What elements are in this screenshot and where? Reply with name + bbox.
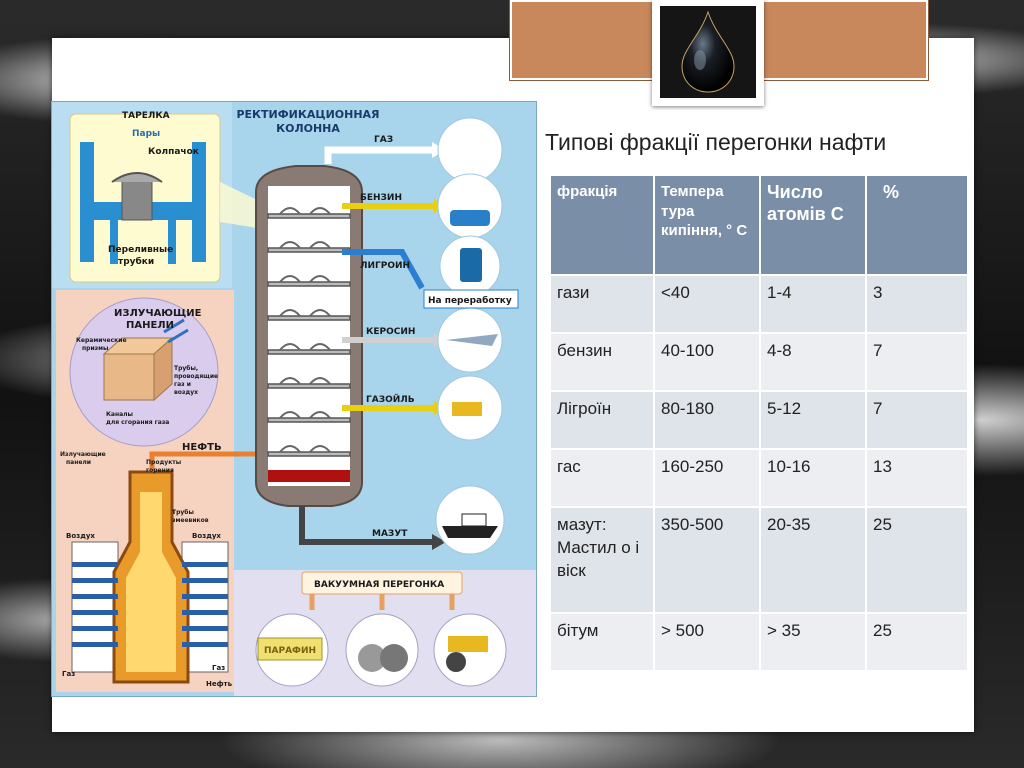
- out-mazut-label: МАЗУТ: [372, 529, 408, 539]
- table-row: мазут: Мастил о і віск 350-500 20-35 25: [549, 506, 969, 614]
- channels-label-2: для сгорания газа: [106, 419, 169, 426]
- cell-carbon: 5-12: [759, 390, 867, 450]
- table-row: бітум > 500 > 35 25: [549, 612, 969, 672]
- oil-drop-logo: [660, 6, 756, 98]
- vacuum-label: ВАКУУМНАЯ ПЕРЕГОНКА: [314, 580, 444, 590]
- fractions-table: фракція Темпера тура кипіння, ° С Число …: [549, 174, 969, 672]
- ceramic-label-1: Керамические: [76, 337, 127, 344]
- cell-fraction: бітум: [549, 612, 655, 672]
- cell-fraction: гас: [549, 448, 655, 508]
- radiating-label-1: Излучающие: [60, 451, 106, 458]
- coil-label-1: Трубы: [172, 509, 194, 516]
- cell-carbon: 4-8: [759, 332, 867, 392]
- table-row: гази <40 1-4 3: [549, 274, 969, 334]
- pipes-label-1: Трубы,: [174, 365, 198, 372]
- downcomer-label-1: Переливные: [108, 245, 173, 255]
- panels-label-2: ПАНЕЛИ: [126, 320, 174, 331]
- table-row: гас 160-250 10-16 13: [549, 448, 969, 508]
- header-fraction: фракція: [549, 174, 655, 276]
- cell-percent: 7: [865, 332, 969, 392]
- pipes-label-2: проводящие: [174, 373, 218, 380]
- gas-left-label: Газ: [62, 670, 75, 678]
- panels-label-1: ИЗЛУЧАЮЩИЕ: [114, 308, 202, 319]
- table-row: бензин 40-100 4-8 7: [549, 332, 969, 392]
- vapors-label: Пары: [132, 129, 160, 139]
- coil-label-2: змеевиков: [172, 517, 209, 524]
- channels-label-1: Каналы: [106, 411, 133, 418]
- table-header-row: фракція Темпера тура кипіння, ° С Число …: [549, 174, 969, 276]
- combustion-label-1: Продукты: [146, 459, 181, 466]
- diagram-title-2: КОЛОННА: [276, 122, 340, 135]
- pipes-label-3: газ и: [174, 381, 191, 388]
- out-petrol-label: БЕНЗИН: [360, 193, 402, 203]
- plate-label: ТАРЕЛКА: [122, 111, 170, 121]
- logo-frame: [652, 0, 764, 106]
- cell-percent: 25: [865, 612, 969, 672]
- pipes-label-4: воздух: [174, 389, 198, 396]
- radiating-label-2: панели: [66, 459, 91, 466]
- cell-temp: <40: [653, 274, 761, 334]
- cell-fraction: бензин: [549, 332, 655, 392]
- cell-carbon: 20-35: [759, 506, 867, 614]
- cell-temp: > 500: [653, 612, 761, 672]
- cell-percent: 13: [865, 448, 969, 508]
- ceramic-label-2: призмы: [82, 345, 108, 352]
- out-ligroin-label: ЛИГРОИН: [360, 261, 410, 271]
- cell-percent: 7: [865, 390, 969, 450]
- cell-percent: 25: [865, 506, 969, 614]
- out-kerosene-label: КЕРОСИН: [366, 327, 415, 337]
- cell-fraction: мазут: Мастил о і віск: [549, 506, 655, 614]
- oil-label: НЕФТЬ: [182, 442, 222, 453]
- out-gasoil-label: ГАЗОЙЛЬ: [366, 393, 415, 405]
- cell-percent: 3: [865, 274, 969, 334]
- header-carbon: Число атомів С: [759, 174, 867, 276]
- oil-bottom-label: Нефть: [206, 680, 233, 688]
- paraffin-label: ПАРАФИН: [264, 646, 316, 656]
- cell-fraction: Лігроїн: [549, 390, 655, 450]
- cell-carbon: > 35: [759, 612, 867, 672]
- cell-temp: 80-180: [653, 390, 761, 450]
- out-gas-label: ГАЗ: [374, 135, 393, 145]
- cell-fraction: гази: [549, 274, 655, 334]
- table-row: Лігроїн 80-180 5-12 7: [549, 390, 969, 450]
- header-temp: Темпера тура кипіння, ° С: [653, 174, 761, 276]
- gas-right-label: Газ: [212, 664, 225, 672]
- diagram-title-1: РЕКТИФИКАЦИОННАЯ: [236, 108, 379, 121]
- slide-title: Типові фракції перегонки нафти: [545, 129, 887, 155]
- distillation-diagram: РЕКТИФИКАЦИОННАЯ КОЛОННА ТАРЕЛКА Пары Ко…: [51, 101, 537, 697]
- downcomer-label-2: трубки: [118, 256, 154, 267]
- air-right-label: Воздух: [192, 532, 221, 540]
- cell-temp: 160-250: [653, 448, 761, 508]
- cell-temp: 40-100: [653, 332, 761, 392]
- header-percent: %: [865, 174, 969, 276]
- out-processing-label: На переработку: [428, 295, 512, 306]
- cell-carbon: 10-16: [759, 448, 867, 508]
- cell-carbon: 1-4: [759, 274, 867, 334]
- air-left-label: Воздух: [66, 532, 95, 540]
- cell-temp: 350-500: [653, 506, 761, 614]
- combustion-label-2: горения: [146, 467, 174, 474]
- cap-label: Колпачок: [148, 147, 199, 157]
